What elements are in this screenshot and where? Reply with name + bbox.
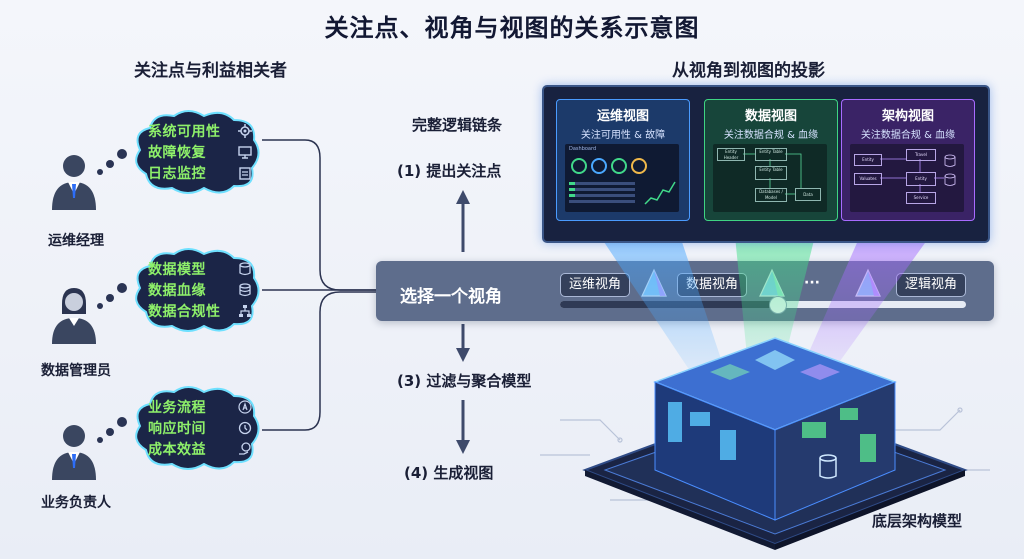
- clock-icon: [238, 421, 252, 435]
- database-icon: [819, 454, 837, 479]
- chart-icon: [802, 408, 876, 462]
- person-icon: [52, 425, 96, 480]
- arch-node: Entity: [854, 154, 882, 166]
- flow-icon: [238, 400, 252, 414]
- step-1: (1) 提出关注点: [397, 162, 502, 180]
- view-card-arch: 架构视图 关注数据合规 & 血缘 Entity Travel Valuates …: [841, 99, 975, 221]
- architecture-thumbnail: Entity Travel Valuates Entity Service: [850, 144, 964, 212]
- lineage-thumbnail: Entity Header Entity Table Entity Table …: [713, 144, 827, 212]
- concern-text: 系统可用性: [148, 124, 221, 140]
- lineage-node: Entity Table: [755, 148, 787, 161]
- step-4: (4) 生成视图: [404, 464, 494, 482]
- thought-dots: [97, 149, 127, 443]
- viewpoint-ellipsis: ···: [804, 275, 820, 291]
- view-subtitle: 关注数据合规 & 血缘: [860, 130, 956, 141]
- step-2-label: 选择一个视角: [400, 287, 502, 307]
- concern-text: 日志监控: [148, 166, 206, 182]
- coin-hand-icon: [239, 442, 251, 455]
- arrow-down-head-2: [456, 440, 470, 454]
- view-card-data: 数据视图 关注数据合规 & 血缘 Entity Header Entity Ta…: [704, 99, 838, 221]
- view-subtitle: 关注可用性 & 故障: [580, 130, 666, 141]
- stakeholder-ops: [46, 150, 102, 214]
- lineage-node: Entity Header: [717, 148, 745, 161]
- connector-ops: [262, 139, 378, 291]
- person-icon: [52, 155, 96, 210]
- arrow-down-head-1: [456, 348, 470, 362]
- concern-text: 业务流程: [148, 400, 206, 416]
- connector-biz: [262, 291, 378, 431]
- stakeholder-label: 运维经理: [48, 233, 104, 249]
- dashboard-thumbnail-title: Dashboard: [569, 146, 597, 152]
- page-title: 关注点、视角与视图的关系示意图: [324, 14, 700, 42]
- concern-cloud-biz: 业务流程 响应时间 成本效益: [130, 384, 262, 470]
- view-title: 数据视图: [744, 109, 797, 124]
- view-title: 架构视图: [881, 109, 934, 124]
- view-card-ops: 运维视图 关注可用性 & 故障 Dashboard: [556, 99, 690, 221]
- gear-icon: [238, 124, 252, 138]
- lineage-node: Data: [795, 188, 821, 201]
- chain-title: 完整逻辑链条: [412, 116, 503, 134]
- database-icon: [944, 173, 956, 186]
- concern-text: 故障恢复: [148, 145, 206, 161]
- arrow-up-head: [456, 190, 470, 204]
- left-section-header: 关注点与利益相关者: [134, 61, 287, 81]
- right-section-header: 从视角到视图的投影: [672, 61, 825, 81]
- arch-node: Valuates: [854, 173, 882, 185]
- stakeholder-label: 数据管理员: [41, 363, 111, 379]
- concern-text: 数据血缘: [148, 283, 206, 299]
- step-3: (3) 过滤与聚合模型: [397, 372, 532, 390]
- arch-node: Service: [906, 192, 936, 204]
- database-icon: [239, 262, 251, 276]
- concern-cloud-data: 数据模型 数据血缘 数据合规性: [130, 246, 262, 332]
- monitor-icon: [238, 146, 252, 159]
- org-chart-icon: [239, 305, 251, 317]
- concern-text: 响应时间: [148, 421, 206, 437]
- person-icon: [52, 288, 96, 344]
- concern-text: 数据合规性: [148, 304, 221, 320]
- clipboard-icon: [239, 167, 251, 180]
- server-icon: [668, 402, 736, 460]
- stakeholder-data: [46, 284, 102, 348]
- arch-node: Entity: [906, 172, 936, 186]
- lineage-node: Databases / Model: [755, 188, 787, 202]
- database-icon: [944, 154, 956, 167]
- lineage-node: Entity Table: [755, 166, 787, 180]
- base-model-label: 底层架构模型: [872, 512, 963, 530]
- dashboard-thumbnail: Dashboard: [565, 144, 679, 212]
- concern-text: 数据模型: [148, 262, 206, 278]
- database-icon: [239, 283, 251, 297]
- base-architecture-model: [582, 337, 968, 550]
- stakeholder-label: 业务负责人: [41, 495, 111, 511]
- viewpoint-ops-button[interactable]: 运维视角: [560, 273, 630, 297]
- view-subtitle: 关注数据合规 & 血缘: [723, 130, 819, 141]
- dashboard-thumbnail-graphics: [569, 158, 676, 205]
- viewpoint-logic-button[interactable]: 逻辑视角: [896, 273, 966, 297]
- stakeholder-biz: [46, 420, 102, 484]
- view-title: 运维视图: [596, 109, 649, 124]
- arch-node: Travel: [906, 149, 936, 161]
- concern-cloud-ops: 系统可用性 故障恢复 日志监控: [130, 108, 262, 194]
- concern-text: 成本效益: [148, 442, 206, 458]
